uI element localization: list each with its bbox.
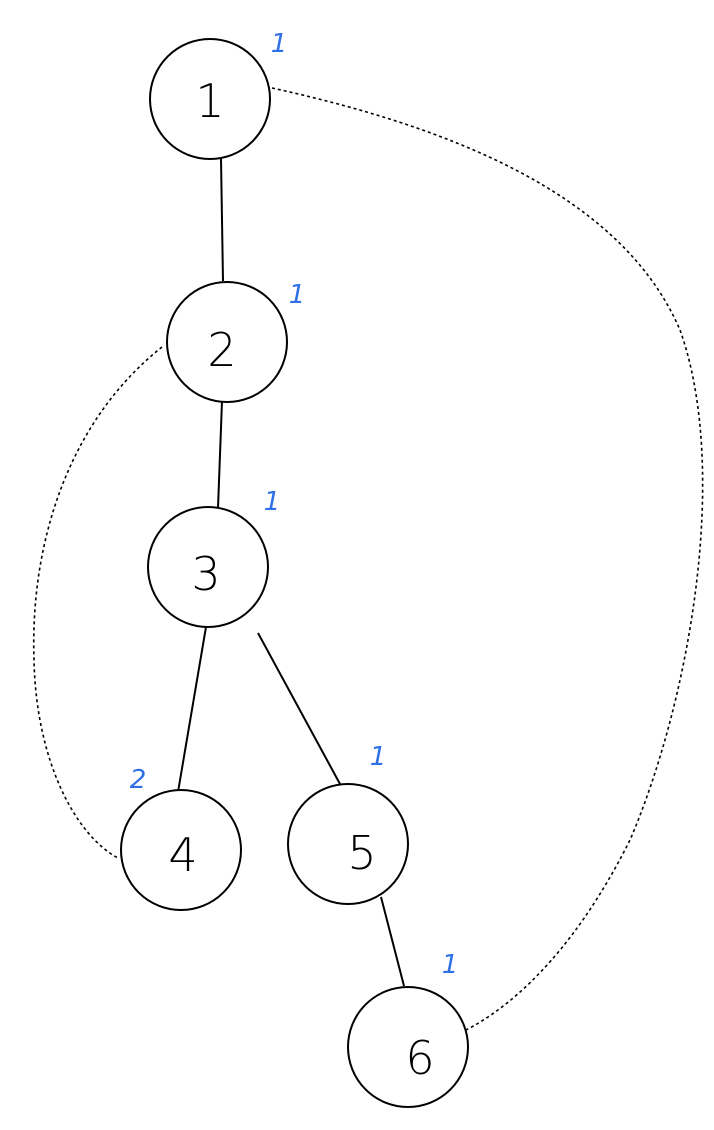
tree-edge-3-4 [177,626,207,793]
node-5-annotation: 1 [370,742,387,772]
node-1-annotation: 1 [271,29,288,59]
node-1[interactable]: 1 1 [149,29,288,160]
node-6-label: 6 [405,1031,434,1085]
node-6-annotation: 1 [442,950,459,980]
node-2-label: 2 [207,323,236,377]
node-1-circle [149,38,271,160]
node-3-label: 3 [191,547,220,601]
node-1-label: 1 [195,74,224,128]
tree-edge-3-5 [257,632,341,785]
edges-layer [32,87,704,1031]
node-5[interactable]: 5 1 [287,742,409,905]
tree-edge-1-2 [220,158,224,282]
node-3-circle [147,506,269,628]
tree-edge-5-6 [380,896,405,987]
node-2-annotation: 1 [289,280,306,310]
node-4-circle [120,789,242,911]
node-3-annotation: 1 [264,487,281,517]
tree-edge-2-3 [217,400,223,509]
nodes-layer: 1 1 2 1 3 1 4 2 5 1 6 1 [120,29,469,1108]
node-5-circle [287,783,409,905]
node-4[interactable]: 4 2 [120,765,242,911]
node-3[interactable]: 3 1 [147,487,281,628]
node-4-label: 4 [168,828,197,882]
node-2-circle [166,281,288,403]
back-edge-4-2 [32,346,163,859]
node-6[interactable]: 6 1 [347,950,469,1108]
back-edge-6-1 [271,87,704,1031]
node-2[interactable]: 2 1 [166,280,306,403]
node-5-label: 5 [347,826,376,880]
node-6-circle [347,986,469,1108]
node-4-annotation: 2 [130,765,147,795]
